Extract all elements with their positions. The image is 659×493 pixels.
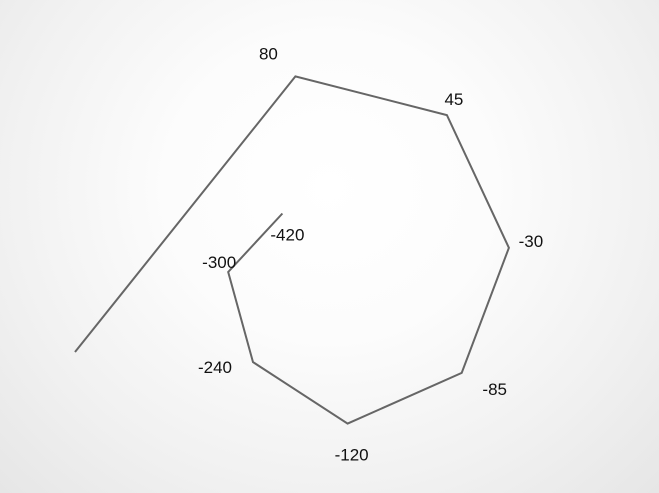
data-labels: 80 45 -30 -85 -120 -240 -300 -420	[198, 44, 543, 464]
data-label: -300	[202, 253, 236, 272]
series-line	[74, 75, 510, 425]
data-label: 45	[444, 90, 463, 109]
data-label: -30	[519, 232, 544, 251]
data-label: -240	[198, 358, 232, 377]
data-label: -420	[270, 226, 304, 245]
data-label: 80	[259, 44, 278, 63]
data-label: -120	[335, 446, 369, 465]
data-label: -85	[482, 380, 507, 399]
